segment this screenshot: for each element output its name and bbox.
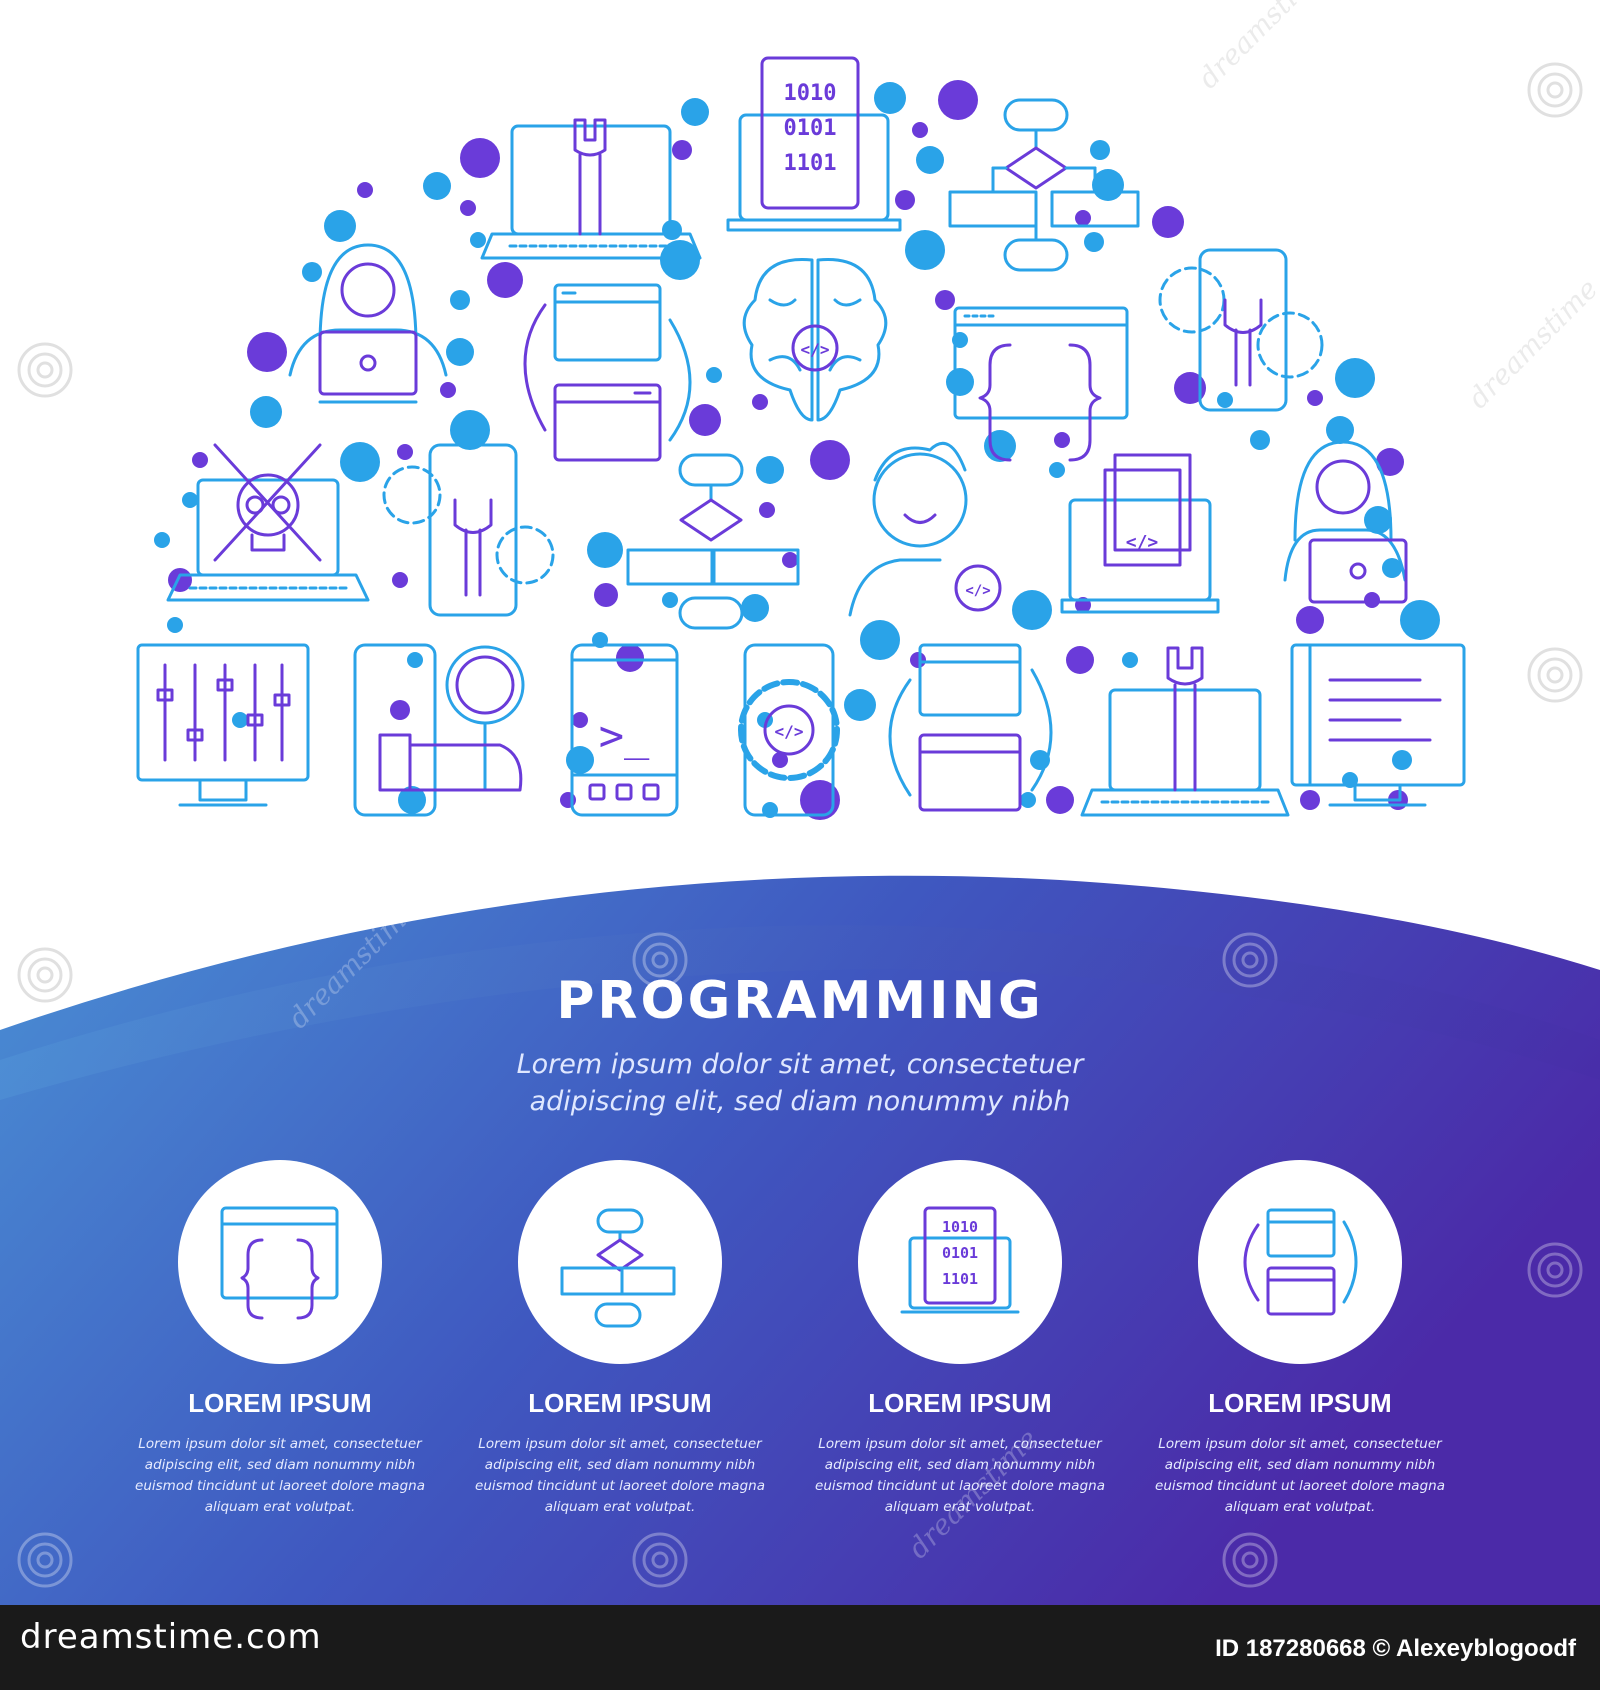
watermark-spiral-icon	[632, 932, 688, 988]
programmer-avatar-icon: </>	[848, 441, 1002, 617]
phone-search-icon	[353, 643, 525, 817]
hacker-icon-2	[1283, 440, 1408, 604]
skull-laptop-icon	[166, 443, 370, 602]
sync-windows-icon	[523, 283, 692, 462]
terminal-phone-icon: >_	[570, 643, 679, 817]
feature-3-line-1: Lorem ipsum dolor sit amet, consectetuer	[818, 1436, 1103, 1452]
icon-cluster: 1010 0101 1101	[136, 56, 1466, 817]
feature-4-line-3: euismod tincidunt ut laoreet dolore magn…	[1155, 1478, 1445, 1494]
binary-row-1: 1010	[784, 81, 837, 106]
flowchart-icon-2	[626, 453, 800, 630]
hacker-icon	[288, 243, 448, 404]
binary-row-3: 1101	[784, 151, 837, 176]
laptop-wrench-icon	[480, 118, 702, 260]
sync-windows-icon-2	[888, 643, 1053, 812]
watermark-spiral-icon	[632, 1532, 688, 1588]
feature-1-title: LOREM IPSUM	[188, 1388, 371, 1418]
watermark-spiral-icon	[1222, 932, 1278, 988]
laptop-code-books-icon: </>	[1060, 453, 1220, 614]
watermark-text: dreamstime	[1192, 0, 1335, 95]
watermark-spiral-icon	[17, 1532, 73, 1588]
decorative-dots	[154, 80, 1440, 820]
watermark-spiral-icon	[1527, 647, 1583, 703]
watermark-text: dreamstime	[1462, 272, 1600, 415]
avatar-code-tag: </>	[965, 583, 990, 599]
watermark-spiral-icon	[17, 342, 73, 398]
feature-1-line-3: euismod tincidunt ut laoreet dolore magn…	[135, 1478, 425, 1494]
book-code-tag: </>	[1126, 532, 1159, 553]
binary-laptop-icon: 1010 0101 1101	[726, 56, 902, 232]
watermark	[17, 62, 1583, 1003]
laptop-wrench-icon-2	[1080, 646, 1290, 817]
feature-4-line-2: adipiscing elit, sed diam nonummy nibh	[1165, 1457, 1435, 1473]
watermark-spiral-icon	[1527, 1242, 1583, 1298]
watermark-banner	[17, 932, 1583, 1588]
flowchart-icon	[948, 98, 1140, 272]
watermark-spiral-icon	[1222, 1532, 1278, 1588]
feature-2-line-3: euismod tincidunt ut laoreet dolore magn…	[475, 1478, 765, 1494]
feature-2-title: LOREM IPSUM	[528, 1388, 711, 1418]
feature-4: LOREM IPSUM Lorem ipsum dolor sit amet, …	[1155, 1160, 1445, 1515]
code-monitor-icon	[1290, 643, 1466, 807]
feature-3-line-2: adipiscing elit, sed diam nonummy nibh	[825, 1457, 1095, 1473]
feature-4-line-1: Lorem ipsum dolor sit amet, consectetuer	[1158, 1436, 1443, 1452]
footer-bar: dreamstime.com ID 187280668 © Alexeyblog…	[0, 1605, 1600, 1690]
watermark-spiral-icon	[1527, 62, 1583, 118]
feature-3-binary-1: 1010	[942, 1218, 978, 1236]
feature-3-title: LOREM IPSUM	[868, 1388, 1051, 1418]
feature-1-line-2: adipiscing elit, sed diam nonummy nibh	[145, 1457, 415, 1473]
phone-gear-icon: </>	[738, 643, 840, 817]
feature-3-line-4: aliquam erat volutpat.	[885, 1499, 1036, 1515]
banner-subtitle-line1: Lorem ipsum dolor sit amet, consectetuer	[517, 1049, 1086, 1080]
feature-2: LOREM IPSUM Lorem ipsum dolor sit amet, …	[475, 1160, 765, 1515]
terminal-prompt: >_	[599, 711, 650, 760]
code-window-icon	[953, 306, 1129, 462]
brain-code-icon: </>	[742, 258, 888, 422]
phone-wrench-icon	[1158, 248, 1324, 412]
feature-4-title: LOREM IPSUM	[1208, 1388, 1391, 1418]
binary-row-2: 0101	[784, 116, 837, 141]
gear-code-tag: </>	[775, 722, 804, 741]
equalizer-monitor-icon	[136, 643, 310, 807]
feature-3-line-3: euismod tincidunt ut laoreet dolore magn…	[815, 1478, 1105, 1494]
feature-2-line-1: Lorem ipsum dolor sit amet, consectetuer	[478, 1436, 763, 1452]
feature-1: LOREM IPSUM Lorem ipsum dolor sit amet, …	[135, 1160, 425, 1515]
banner-background	[0, 875, 1600, 1605]
feature-4-line-4: aliquam erat volutpat.	[1225, 1499, 1376, 1515]
feature-3: 1010 0101 1101 LOREM IPSUM Lorem ipsum d…	[815, 1160, 1105, 1515]
image-credit: ID 187280668 © Alexeyblogoodf	[1215, 1635, 1576, 1662]
brain-code-tag: </>	[801, 340, 830, 359]
phone-wrench-icon-2	[382, 443, 555, 617]
feature-3-binary-3: 1101	[942, 1270, 978, 1288]
feature-1-line-4: aliquam erat volutpat.	[205, 1499, 356, 1515]
footer-logo[interactable]: dreamstime.com	[20, 1617, 322, 1657]
feature-2-line-2: adipiscing elit, sed diam nonummy nibh	[485, 1457, 755, 1473]
banner-subtitle-line2: adipiscing elit, sed diam nonummy nibh	[530, 1086, 1071, 1117]
watermark-spiral-icon	[17, 947, 73, 1003]
banner-wave	[0, 925, 1600, 1100]
feature-2-line-4: aliquam erat volutpat.	[545, 1499, 696, 1515]
feature-1-line-1: Lorem ipsum dolor sit amet, consectetuer	[138, 1436, 423, 1452]
feature-3-binary-2: 0101	[942, 1244, 978, 1262]
banner-title: PROGRAMMING	[556, 971, 1043, 1031]
